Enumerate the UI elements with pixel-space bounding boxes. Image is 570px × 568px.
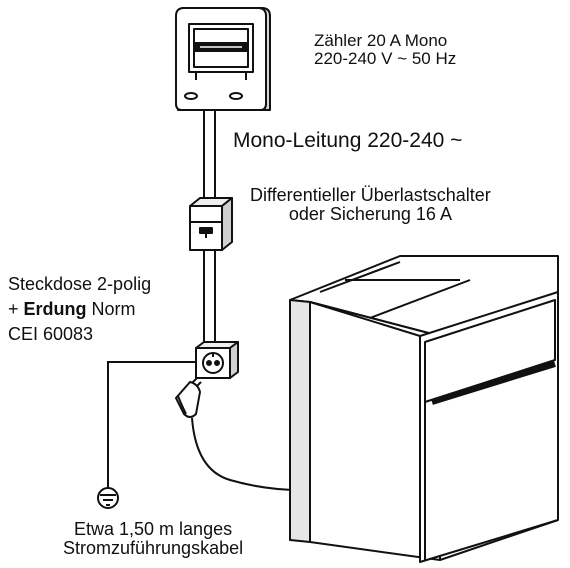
mono-line-wire <box>203 110 216 348</box>
mono-line-label-text: Mono-Leitung 220-240 ~ <box>233 129 463 152</box>
cable-label-line1: Etwa 1,50 m langes <box>74 519 233 539</box>
socket-label-line2: + Erdung Norm <box>8 297 151 322</box>
ground-symbol-icon <box>97 487 119 509</box>
wall-socket-icon <box>195 341 239 379</box>
socket-label-bold: Erdung <box>23 298 87 319</box>
socket-label-suffix: Norm <box>86 298 136 319</box>
plug-icon <box>175 377 202 418</box>
breaker-label-line1: Differentieller Überlastschalter <box>250 185 491 205</box>
meter-label-line2: 220-240 V ~ 50 Hz <box>314 49 457 69</box>
socket-label-line3: CEI 60083 <box>8 323 94 344</box>
meter-label-line1: Zähler 20 A Mono <box>314 31 448 50</box>
cable-label-line2: Stromzuführungskabel <box>63 538 244 559</box>
power-cable <box>191 417 301 491</box>
socket-label: Steckdose 2-polig + Erdung Norm CEI 6008… <box>8 272 151 346</box>
socket-label-prefix: + <box>8 298 24 319</box>
breaker-label-line2: oder Sicherung 16 A <box>288 204 452 225</box>
ground-wire <box>107 361 196 490</box>
oven-icon <box>289 255 559 563</box>
socket-label-line1: Steckdose 2-polig <box>8 274 152 294</box>
meter-label: Zähler 20 A Mono 220-240 V ~ 50 Hz <box>314 31 457 69</box>
mono-line-label: Mono-Leitung 220-240 ~ <box>233 129 463 153</box>
cable-label: Etwa 1,50 m langes Stromzuführungskabel <box>63 519 244 559</box>
breaker-label: Differentieller Überlastschalter oder Si… <box>250 185 491 225</box>
electricity-meter-icon <box>175 7 271 111</box>
circuit-breaker-icon <box>189 197 233 251</box>
